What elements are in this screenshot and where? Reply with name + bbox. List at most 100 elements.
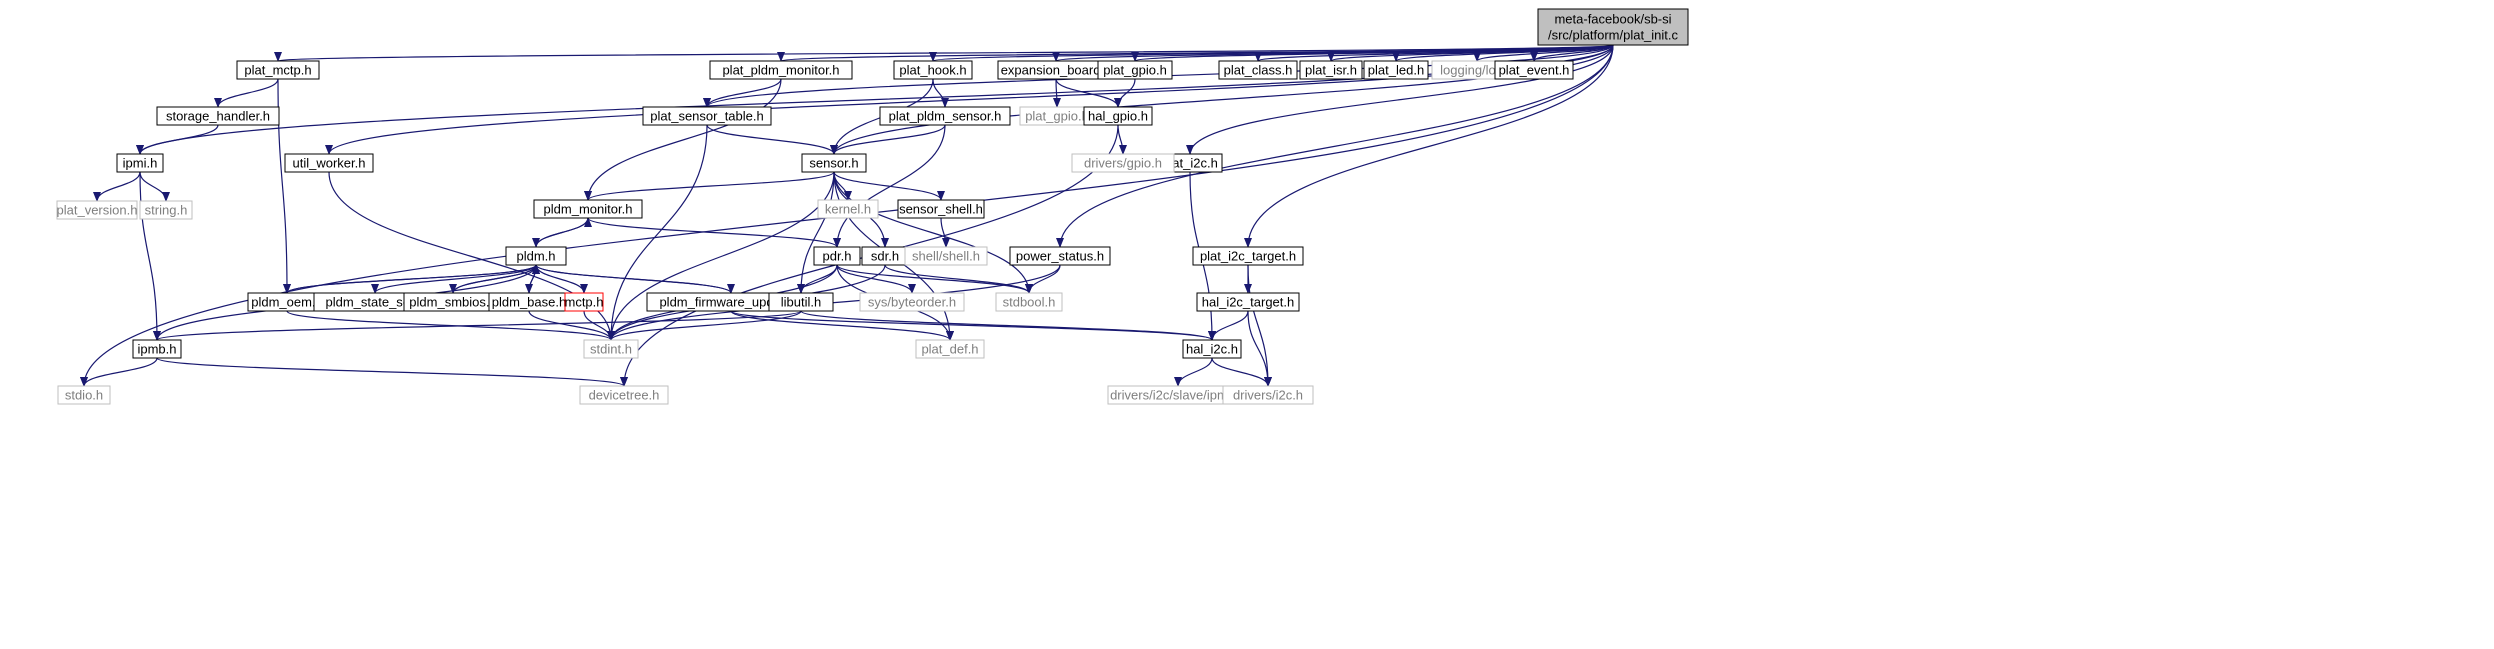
node-hal_i2c[interactable]: hal_i2c.h [1182, 339, 1242, 359]
node-plat_gpio_ext-label: plat_gpio.h [1025, 108, 1089, 123]
edge-pdr-to-stdbool [836, 264, 1033, 294]
node-plat_led[interactable]: plat_led.h [1363, 60, 1429, 80]
edge-pldm_monitor-to-pdr [587, 217, 841, 248]
edge-root-to-plat_mctp [275, 44, 1614, 62]
node-plat_pldm_monitor[interactable]: plat_pldm_monitor.h [709, 60, 853, 80]
node-root[interactable]: meta-facebook/sb-si/src/platform/plat_in… [1537, 8, 1689, 46]
node-pldm[interactable]: pldm.h [505, 246, 567, 266]
node-string-box [139, 200, 193, 220]
node-util_worker-box [284, 153, 374, 173]
node-plat_gpio[interactable]: plat_gpio.h [1097, 60, 1173, 80]
node-pldm_monitor-label: pldm_monitor.h [544, 201, 633, 216]
node-plat_mctp[interactable]: plat_mctp.h [236, 60, 320, 80]
node-plat_pldm_monitor-box [709, 60, 853, 80]
node-util_worker[interactable]: util_worker.h [284, 153, 374, 173]
edge-libutil-to-hal_i2c [800, 310, 1216, 341]
node-ipmi-box [116, 153, 164, 173]
edge-plat_sensor_table-to-stdint [607, 124, 708, 341]
edge-sdr-to-stdbool [884, 264, 1033, 294]
edge-expansion_board-to-plat_gpio_ext [1052, 78, 1061, 108]
node-sensor_shell-label: sensor_shell.h [899, 201, 983, 216]
node-sensor-box [801, 153, 867, 173]
node-stdio-box [57, 385, 111, 405]
edge-pldm_firmware_update-to-plat_def [730, 310, 954, 341]
node-stdint: stdint.h [583, 339, 639, 359]
node-mctp[interactable]: mctp.h [564, 292, 604, 312]
node-byteorder-box [859, 292, 965, 312]
node-mctp-box [564, 292, 604, 312]
node-hal_gpio-box [1083, 106, 1153, 126]
node-plat_version: plat_version.h [56, 200, 138, 220]
edge-storage_handler-to-ipmi [136, 124, 219, 155]
node-storage_handler[interactable]: storage_handler.h [156, 106, 280, 126]
node-plat_i2c_target-box [1192, 246, 1304, 266]
edge-power_status-to-stdint [607, 264, 1061, 341]
node-hal_gpio[interactable]: hal_gpio.h [1083, 106, 1153, 126]
edge-libutil-to-ipmb [153, 310, 802, 341]
edge-libutil-to-stdint [607, 310, 802, 341]
edge-hal_i2c_target-to-drivers_i2c [1247, 310, 1272, 387]
edge-pldm-to-pldm_state_set [371, 264, 537, 294]
edge-ipmi-to-ipmb [139, 171, 161, 341]
node-plat_i2c_target[interactable]: plat_i2c_target.h [1192, 246, 1304, 266]
node-expansion_board[interactable]: expansion_board.h [997, 60, 1115, 80]
edge-plat_hook-to-plat_pldm_sensor [932, 78, 949, 108]
edge-pldm_oem-to-pldm [286, 264, 540, 294]
node-pldm_monitor[interactable]: pldm_monitor.h [533, 199, 643, 219]
node-kernel: kernel.h [817, 199, 879, 219]
node-ipmb-label: ipmb.h [137, 341, 176, 356]
node-plat_class[interactable]: plat_class.h [1218, 60, 1298, 80]
node-pldm_base[interactable]: pldm_base.h [488, 292, 570, 312]
node-stdbool-label: stdbool.h [1003, 294, 1056, 309]
node-sdr[interactable]: sdr.h [861, 246, 909, 266]
node-plat_event[interactable]: plat_event.h [1494, 60, 1574, 80]
node-power_status[interactable]: power_status.h [1009, 246, 1111, 266]
edge-sensor_shell-to-shell [940, 217, 950, 248]
node-libutil[interactable]: libutil.h [768, 292, 834, 312]
node-pldm_oem-label: pldm_oem.h [251, 294, 323, 309]
edge-plat_sensor_table-to-sensor [706, 124, 838, 155]
edge-root-to-logging [1473, 44, 1614, 62]
node-pldm_smbios-label: pldm_smbios.h [409, 294, 496, 309]
node-ipmb[interactable]: ipmb.h [132, 339, 182, 359]
node-pldm_smbios[interactable]: pldm_smbios.h [403, 292, 503, 312]
node-plat_isr-label: plat_isr.h [1305, 62, 1357, 77]
edge-ipmi-to-plat_version [93, 171, 141, 202]
node-stdint-label: stdint.h [590, 341, 632, 356]
node-plat_led-label: plat_led.h [1368, 62, 1424, 77]
node-byteorder-label: sys/byteorder.h [868, 294, 956, 309]
node-stdbool: stdbool.h [995, 292, 1063, 312]
node-plat_i2c_target-label: plat_i2c_target.h [1200, 248, 1296, 263]
node-hal_i2c_target[interactable]: hal_i2c_target.h [1196, 292, 1300, 312]
edge-util_worker-to-stdint [328, 171, 615, 341]
edge-hal_i2c-to-drivers_i2c_slave_ipmb [1174, 357, 1213, 387]
node-shell-box [904, 246, 988, 266]
node-devicetree: devicetree.h [579, 385, 669, 405]
node-plat_pldm_sensor-label: plat_pldm_sensor.h [889, 108, 1002, 123]
edge-hal_gpio-to-drivers_gpio [1117, 124, 1127, 155]
node-plat_event-box [1494, 60, 1574, 80]
edge-pldm_firmware_update-to-hal_i2c [730, 310, 1216, 341]
node-power_status-box [1009, 246, 1111, 266]
node-pdr[interactable]: pdr.h [813, 246, 861, 266]
node-storage_handler-label: storage_handler.h [166, 108, 270, 123]
node-hal_i2c-label: hal_i2c.h [1186, 341, 1238, 356]
node-plat_sensor_table[interactable]: plat_sensor_table.h [642, 106, 772, 126]
node-pldm_monitor-box [533, 199, 643, 219]
node-pldm_base-label: pldm_base.h [492, 294, 566, 309]
node-plat_i2c-label: plat_i2c.h [1162, 155, 1218, 170]
node-stdint-box [583, 339, 639, 359]
node-ipmi[interactable]: ipmi.h [116, 153, 164, 173]
node-sensor[interactable]: sensor.h [801, 153, 867, 173]
node-sensor_shell[interactable]: sensor_shell.h [897, 199, 985, 219]
node-plat_isr[interactable]: plat_isr.h [1299, 60, 1363, 80]
edge-hal_i2c-to-drivers_i2c [1211, 357, 1272, 387]
node-plat_hook[interactable]: plat_hook.h [893, 60, 973, 80]
node-pldm_oem[interactable]: pldm_oem.h [247, 292, 327, 312]
node-plat_pldm_sensor[interactable]: plat_pldm_sensor.h [879, 106, 1011, 126]
node-libutil-label: libutil.h [781, 294, 821, 309]
node-drivers_gpio-box [1071, 153, 1175, 173]
node-stdbool-box [995, 292, 1063, 312]
node-kernel-label: kernel.h [825, 201, 871, 216]
edge-ipmb-to-stdio [80, 357, 158, 387]
